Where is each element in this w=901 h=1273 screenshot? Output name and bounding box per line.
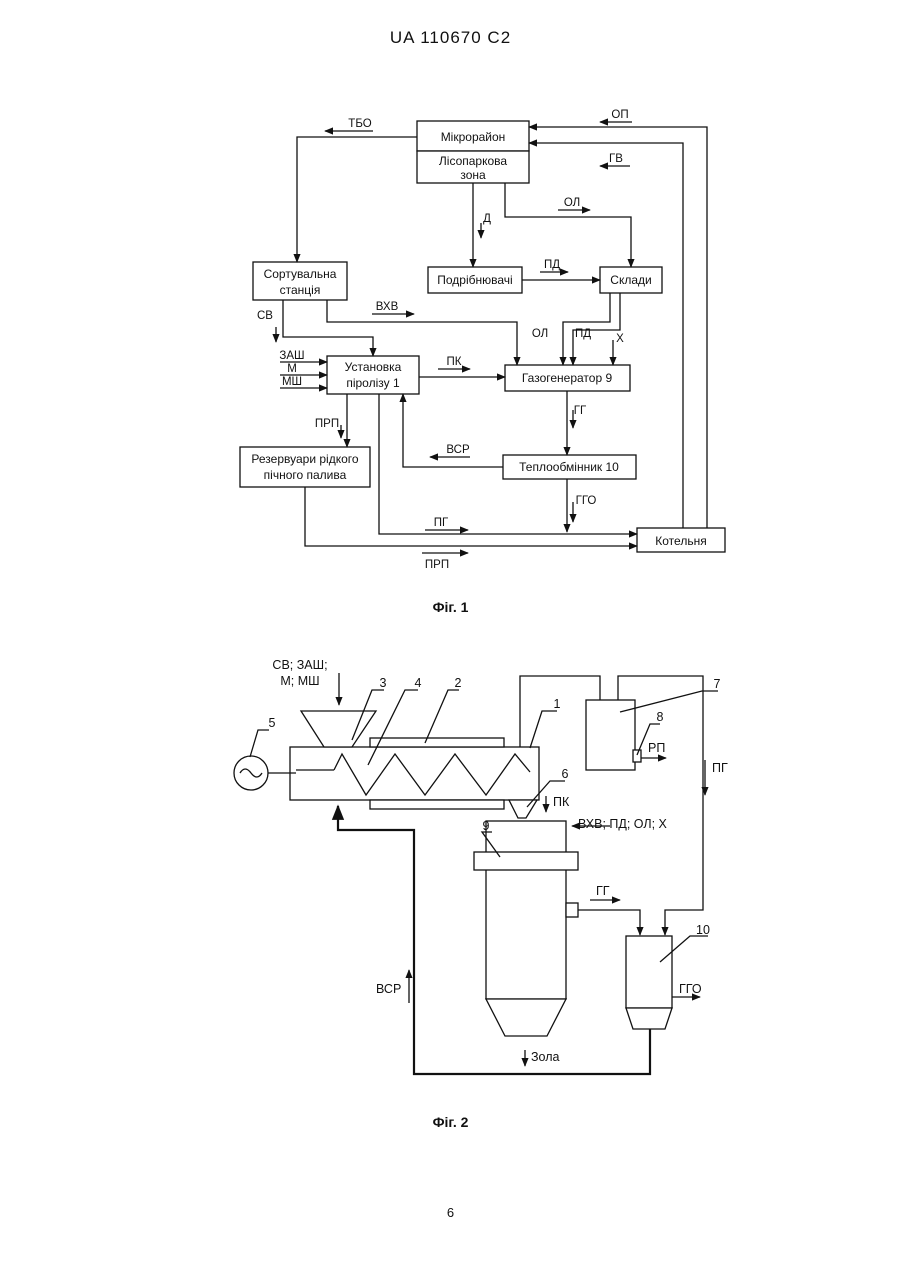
label-num-9: 9 xyxy=(483,819,490,833)
flow-vkhv xyxy=(327,300,517,365)
rezervuary-label-1: Резервуари рідкого xyxy=(251,452,358,466)
label-gg: ГГ xyxy=(574,405,587,417)
lisoparkova-label-1: Лісопаркова xyxy=(439,154,507,168)
flow-ol-top xyxy=(505,183,631,267)
label-rp: РП xyxy=(648,741,665,755)
ustanovka-label-1: Установка xyxy=(345,360,402,374)
char-outlet xyxy=(509,800,537,818)
label-gg: ГГ xyxy=(596,884,610,898)
label-x: Х xyxy=(616,333,624,345)
leader-5 xyxy=(250,730,269,757)
heat-exchanger-cone xyxy=(626,1008,672,1029)
outlet-valve-8 xyxy=(633,750,641,762)
label-gv: ГВ xyxy=(609,153,623,165)
label-gas-inputs: ВХВ; ПД; ОЛ; Х xyxy=(578,817,668,831)
rezervuary-label-2: пічного палива xyxy=(264,468,347,482)
fig2-diagram: СВ; ЗАШ; М; МШ 3 4 2 1 5 6 7 8 9 10 РП П… xyxy=(234,658,728,1074)
heat-exchanger-10 xyxy=(626,936,672,1008)
lisoparkova-label-2: зона xyxy=(460,168,486,182)
label-num-6: 6 xyxy=(562,767,569,781)
gazogenerator-label: Газогенератор 9 xyxy=(522,371,613,385)
label-num-1: 1 xyxy=(554,697,561,711)
label-prp-bottom: ПРП xyxy=(425,559,449,571)
leader-1 xyxy=(530,711,557,748)
podribniuvachi-label: Подрібнювачі xyxy=(437,273,512,287)
gas-generator-cone xyxy=(486,999,566,1036)
label-pk: ПК xyxy=(447,356,462,368)
kotelnia-label: Котельня xyxy=(655,534,706,548)
gas-generator-outlet xyxy=(566,903,578,917)
label-num-3: 3 xyxy=(380,676,387,690)
label-op: ОП xyxy=(611,109,628,121)
teploobminnyk-label: Теплообмінник 10 xyxy=(519,460,619,474)
label-msh: МШ xyxy=(282,376,302,388)
label-inputs-1: СВ; ЗАШ; xyxy=(272,658,327,672)
label-num-7: 7 xyxy=(714,677,721,691)
label-vsr: ВСР xyxy=(446,444,470,456)
label-ggo: ГГО xyxy=(679,982,702,996)
label-ggo: ГГО xyxy=(576,495,597,507)
flow-sv xyxy=(283,300,373,356)
label-num-4: 4 xyxy=(415,676,422,690)
label-ol-top: ОЛ xyxy=(564,197,580,209)
label-pd: ПД xyxy=(575,328,591,340)
heating-jacket-top xyxy=(370,738,504,747)
gas-generator-body xyxy=(486,821,566,999)
label-tbo: ТБО xyxy=(348,118,371,130)
flow-gg xyxy=(578,910,640,935)
label-vkhv: ВХВ xyxy=(376,301,399,313)
flow-tbo xyxy=(297,137,417,262)
sklady-label: Склади xyxy=(610,273,651,287)
mikroraion-label: Мікрорайон xyxy=(441,130,506,144)
page-number: 6 xyxy=(0,1205,901,1220)
label-zash: ЗАШ xyxy=(279,350,304,362)
label-ol: ОЛ xyxy=(532,328,548,340)
label-d: Д xyxy=(483,213,491,225)
label-pk: ПК xyxy=(553,795,570,809)
sortuvalna-label-2: станція xyxy=(280,283,321,297)
feed-hopper xyxy=(301,711,376,747)
label-inputs-2: М; МШ xyxy=(280,674,319,688)
fig2-caption: Фіг. 2 xyxy=(0,1114,901,1130)
heating-jacket-bottom xyxy=(370,800,504,809)
sortuvalna-label-1: Сортувальна xyxy=(264,267,337,281)
label-prp-left: ПРП xyxy=(315,418,339,430)
label-num-8: 8 xyxy=(657,710,664,724)
label-m: М xyxy=(287,363,297,375)
label-pg: ПГ xyxy=(712,761,728,775)
label-zola: Зола xyxy=(531,1050,560,1064)
gas-generator-band xyxy=(474,852,578,870)
label-pd-mid: ПД xyxy=(544,259,560,271)
label-sv: СВ xyxy=(257,310,273,322)
label-pg: ПГ xyxy=(434,517,449,529)
ustanovka-label-2: піролізу 1 xyxy=(346,376,400,390)
fig1-caption: Фіг. 1 xyxy=(0,599,901,615)
label-num-10: 10 xyxy=(696,923,710,937)
label-num-5: 5 xyxy=(269,716,276,730)
fig1-diagram: Мікрорайон Лісопаркова зона Сортувальна … xyxy=(240,109,725,571)
label-num-2: 2 xyxy=(455,676,462,690)
flow-vsr xyxy=(403,394,503,467)
leader-2 xyxy=(425,690,459,743)
label-vsr: ВСР xyxy=(376,982,401,996)
